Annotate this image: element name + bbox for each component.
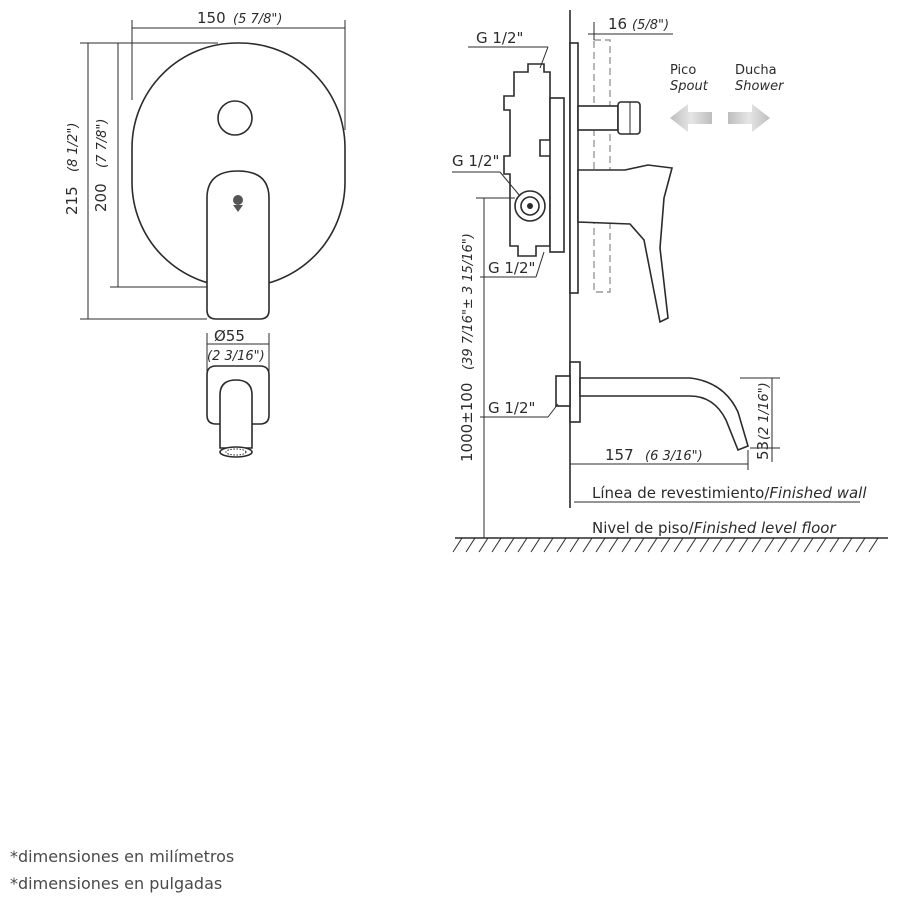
front-width-in: (5 7/8") xyxy=(233,12,282,27)
mixer-height-in: (39 7/16"± 3 15/16") xyxy=(461,233,476,370)
floor-hatch-mark xyxy=(465,537,476,553)
diverter-knob xyxy=(217,100,253,136)
connection-bottom-label: G 1/2" xyxy=(488,259,535,277)
floor-hatch-mark xyxy=(556,537,567,553)
floor-hatch-mark xyxy=(725,537,736,553)
floor-hatch-mark xyxy=(634,537,645,553)
front-width-mm: 150 xyxy=(197,9,226,27)
diverter-cap xyxy=(617,101,641,135)
spout-bottom-view: Ø55 (2 3/16") xyxy=(206,327,270,458)
floor-hatch-mark xyxy=(491,537,502,553)
floor-hatch-mark xyxy=(777,537,788,553)
floor-hatch-mark xyxy=(738,537,749,553)
spout-projection-in: (6 3/16") xyxy=(645,449,703,464)
spout-direction-arrow-icon xyxy=(670,104,712,132)
plate-depth-in: (5/8") xyxy=(632,18,669,33)
floor-hatch-mark xyxy=(816,537,827,553)
floor-hatch-mark xyxy=(803,537,814,553)
floor-hatch-mark xyxy=(530,537,541,553)
finished-wall-label-en: Finished wall xyxy=(769,484,867,502)
note-millimeters: *dimensiones en milímetros xyxy=(10,847,235,866)
shower-direction-arrow-icon xyxy=(728,104,770,132)
mixer-lever xyxy=(206,170,270,320)
floor-hatch-mark xyxy=(543,537,554,553)
direction-right-es: Ducha xyxy=(735,63,777,78)
cover-plate-side xyxy=(569,42,579,294)
spout-body xyxy=(219,379,253,449)
front-view: 150 (5 7/8") 215 (8 1/2") 200 (7 7/8") xyxy=(63,9,346,320)
spout-projection-mm: 157 xyxy=(605,446,634,464)
floor-label-es: Nivel de piso/ xyxy=(592,519,695,537)
spout-nut xyxy=(555,375,571,407)
finished-wall-label-es: Línea de revestimiento/ xyxy=(592,484,770,502)
spout-wall-flange xyxy=(569,361,581,423)
floor-hatch-mark xyxy=(621,537,632,553)
note-inches: *dimensiones en pulgadas xyxy=(10,874,223,893)
floor-hatch-mark xyxy=(504,537,515,553)
floor-hatch-mark xyxy=(660,537,671,553)
finished-wall-label: Línea de revestimiento/Finished wall xyxy=(592,484,867,502)
floor-hatch xyxy=(452,537,879,553)
connection-middle-label: G 1/2" xyxy=(452,152,499,170)
floor-hatch-mark xyxy=(712,537,723,553)
valve-mount-plate xyxy=(549,97,565,253)
floor-hatch-mark xyxy=(452,537,463,553)
spout-side xyxy=(579,377,749,452)
spout-diameter-in: (2 3/16") xyxy=(207,349,265,364)
direction-left-en: Spout xyxy=(670,79,709,94)
side-view: Pico Spout Ducha Shower 16 (5/8") G 1/2"… xyxy=(452,10,888,553)
floor-hatch-mark xyxy=(855,537,866,553)
spout-drop-mm: 53 xyxy=(754,441,772,460)
spout-drop-in: (2 1/16") xyxy=(757,382,772,440)
wall-cladding-outline xyxy=(593,39,611,293)
floor-hatch-mark xyxy=(699,537,710,553)
floor-hatch-mark xyxy=(595,537,606,553)
floor-hatch-mark xyxy=(868,537,879,553)
floor-hatch-mark xyxy=(751,537,762,553)
floor-label: Nivel de piso/Finished level floor xyxy=(592,519,836,537)
floor-hatch-mark xyxy=(517,537,528,553)
floor-hatch-mark xyxy=(673,537,684,553)
mixer-lever-side xyxy=(577,164,674,324)
brand-logo-icon xyxy=(233,195,243,212)
floor-hatch-mark xyxy=(647,537,658,553)
mixer-height-mm: 1000±100 xyxy=(458,383,476,462)
spout-aerator xyxy=(219,446,253,458)
dimension-notes: *dimensiones en milímetros *dimensiones … xyxy=(10,843,234,897)
front-overall-height-mm: 215 xyxy=(63,186,81,215)
front-plate-height-mm: 200 xyxy=(92,183,110,212)
direction-left-es: Pico xyxy=(670,63,696,78)
floor-hatch-mark xyxy=(569,537,580,553)
plate-depth-mm: 16 xyxy=(608,15,627,33)
direction-right-en: Shower xyxy=(735,79,785,94)
floor-hatch-mark xyxy=(608,537,619,553)
floor-hatch-mark xyxy=(686,537,697,553)
floor-hatch-mark xyxy=(478,537,489,553)
floor-hatch-mark xyxy=(842,537,853,553)
floor-hatch-mark xyxy=(829,537,840,553)
spout-diameter-mm: Ø55 xyxy=(214,327,245,345)
floor-hatch-mark xyxy=(764,537,775,553)
valve-body xyxy=(503,63,551,257)
front-plate-height-in: (7 7/8") xyxy=(95,119,110,168)
front-overall-height-in: (8 1/2") xyxy=(66,123,81,172)
connection-top-label: G 1/2" xyxy=(476,29,523,47)
floor-hatch-mark xyxy=(790,537,801,553)
floor-hatch-mark xyxy=(582,537,593,553)
diverter-stem xyxy=(577,105,619,131)
floor-label-en: Finished level floor xyxy=(694,519,837,537)
connection-spout-label: G 1/2" xyxy=(488,399,535,417)
